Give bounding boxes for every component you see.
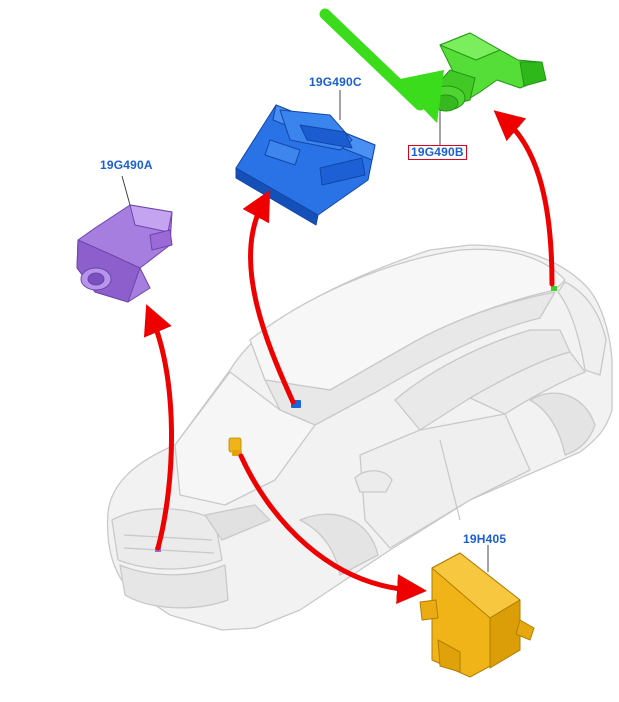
label-leaders [121, 90, 489, 572]
label-19g490b-highlighted: 19G490B [408, 145, 467, 160]
label-19g490a: 19G490A [100, 158, 153, 172]
leader-arrows [143, 110, 555, 605]
label-19h405: 19H405 [463, 532, 507, 546]
pointer-arrow-icon [319, 8, 444, 123]
location-marker-b [551, 286, 557, 291]
arrow-to-part-b [493, 110, 555, 287]
module-part-c [235, 104, 376, 226]
camera-part-a [76, 204, 173, 303]
arrow-to-part-c [242, 189, 296, 405]
arrow-to-part-a [143, 304, 174, 551]
camera-part-b [427, 32, 547, 112]
label-19g490c: 19G490C [309, 75, 362, 89]
module-part-h [419, 552, 535, 678]
arrow-to-part-h [238, 453, 427, 605]
vehicle-illustration [106, 244, 613, 631]
